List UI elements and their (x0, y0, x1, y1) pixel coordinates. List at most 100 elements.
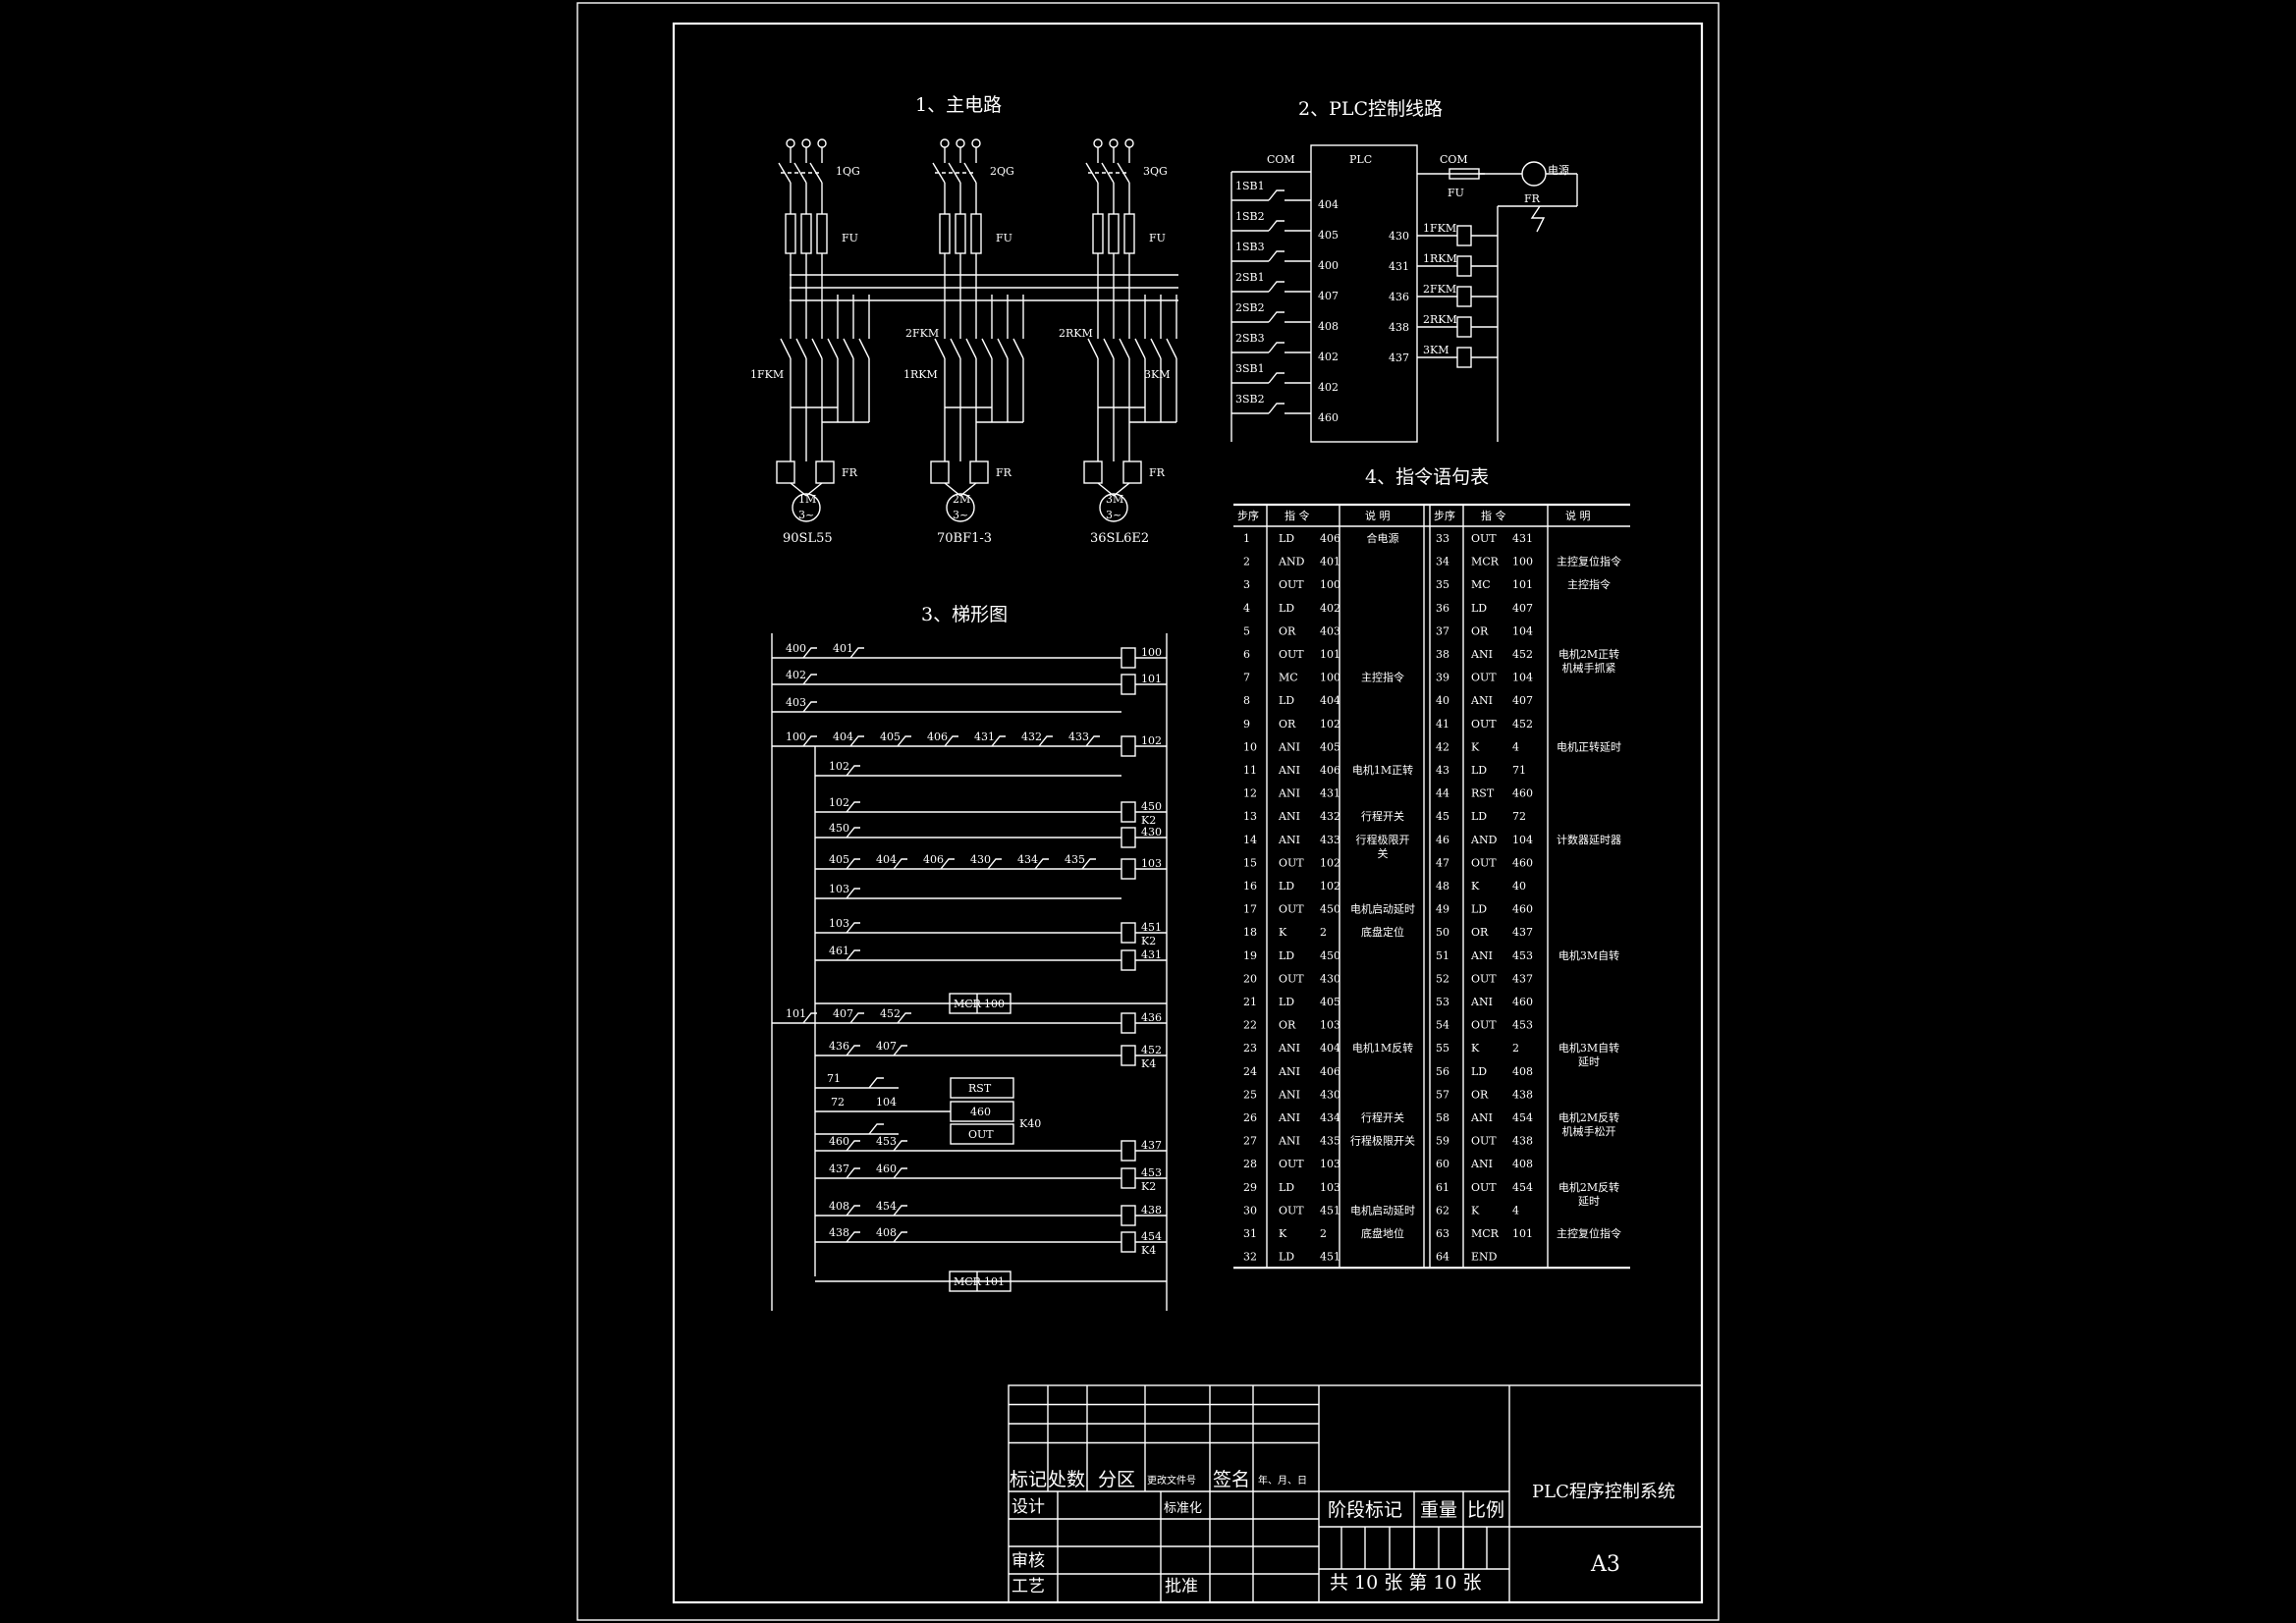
step-cell: 59 (1436, 1135, 1449, 1148)
coil-icon (1456, 347, 1472, 368)
contact-icon (897, 1012, 911, 1024)
power-source-icon (1521, 161, 1547, 187)
coil-icon (1121, 1231, 1136, 1253)
step-cell: 33 (1436, 532, 1449, 545)
contact-icon (893, 1140, 907, 1152)
contact-icon (846, 922, 860, 934)
plc-box (1310, 144, 1418, 443)
tb-size: A3 (1590, 1552, 1620, 1577)
relay-icon (969, 460, 989, 484)
fuse-icon (1092, 213, 1104, 254)
note-cell: 主控指令 (1361, 671, 1404, 684)
op-cell: OUT (1279, 1158, 1304, 1170)
terminal-icon (801, 138, 811, 148)
operand-cell: 407 (1512, 602, 1533, 615)
tb-date: 年、月、日 (1258, 1474, 1307, 1487)
step-cell: 22 (1243, 1019, 1257, 1032)
tb-count: 处数 (1048, 1469, 1085, 1490)
output-address: 438 (1389, 321, 1409, 334)
step-cell: 47 (1436, 856, 1449, 869)
coil-icon (1121, 674, 1136, 695)
op-cell: OUT (1471, 532, 1497, 545)
contact-label: 401 (833, 642, 853, 655)
operand-cell: 104 (1512, 624, 1533, 637)
operand-cell: 102 (1320, 718, 1340, 730)
contact-icon (991, 735, 1006, 747)
mcr-label: MCR (954, 1275, 982, 1288)
step-cell: 40 (1436, 694, 1449, 707)
step-cell: 29 (1243, 1181, 1257, 1194)
plc-com-left: COM (1267, 153, 1295, 166)
op-cell: ANI (1470, 1111, 1493, 1124)
coil-icon (1121, 1140, 1136, 1162)
motor-icon (946, 493, 975, 522)
terminal-icon (1109, 138, 1119, 148)
contact-icon (1038, 735, 1053, 747)
coil-icon (1456, 225, 1472, 246)
coil-k: K2 (1141, 814, 1156, 827)
step-cell: 6 (1243, 648, 1250, 661)
operand-cell: 100 (1320, 578, 1340, 591)
fuse-icon (1123, 213, 1135, 254)
fuse-icon (939, 213, 951, 254)
operand-cell: 431 (1512, 532, 1533, 545)
op-cell: MCR (1471, 1227, 1500, 1240)
fr-label: FR (842, 466, 858, 479)
contact-label: 430 (970, 853, 991, 866)
step-cell: 34 (1436, 556, 1449, 568)
note-cell: 电机启动延时 (1350, 1203, 1415, 1217)
coil-k: K2 (1141, 1180, 1156, 1193)
op-cell: ANI (1278, 1111, 1300, 1124)
op-cell: K (1279, 1227, 1287, 1240)
terminal-icon (940, 138, 950, 148)
fuse-icon (1108, 213, 1120, 254)
op-cell: ANI (1278, 834, 1300, 846)
main-circuit-title: 1、主电路 (915, 94, 1002, 116)
operand-cell: 104 (1512, 834, 1533, 846)
terminal-icon (1124, 138, 1134, 148)
step-cell: 16 (1243, 880, 1257, 893)
motor-label: 1M (798, 493, 816, 506)
contact-label: 405 (829, 853, 849, 866)
relay-icon (1083, 460, 1103, 484)
note-cell: 电机2M反转 (1558, 1110, 1619, 1124)
op-cell: K (1471, 880, 1480, 893)
step-cell: 26 (1243, 1111, 1257, 1124)
note-cell: 底盘地位 (1361, 1226, 1404, 1240)
operand-cell: 438 (1512, 1135, 1533, 1148)
operand-cell: 431 (1320, 787, 1340, 800)
switch-label: 2QG (990, 165, 1014, 178)
operand-cell: 4 (1512, 1204, 1519, 1217)
contact-icon (846, 1045, 860, 1056)
motor-model: 70BF1-3 (937, 531, 992, 546)
contact-icon (802, 647, 817, 659)
tb-zone: 分区 (1098, 1469, 1135, 1490)
step-cell: 21 (1243, 996, 1257, 1008)
step-cell: 54 (1436, 1019, 1449, 1032)
fuse-icon (970, 213, 982, 254)
step-cell: 41 (1436, 718, 1449, 730)
tb-review: 审核 (1011, 1551, 1045, 1571)
input-address: 405 (1318, 229, 1339, 242)
op-cell: LD (1471, 903, 1487, 916)
operand-cell: 72 (1512, 810, 1526, 823)
coil-icon (1121, 647, 1136, 669)
operand-cell: 405 (1320, 740, 1340, 753)
table-header: 说 明 (1565, 509, 1591, 522)
note-cell: 合电源 (1367, 531, 1399, 545)
operand-cell: 103 (1320, 1181, 1340, 1194)
